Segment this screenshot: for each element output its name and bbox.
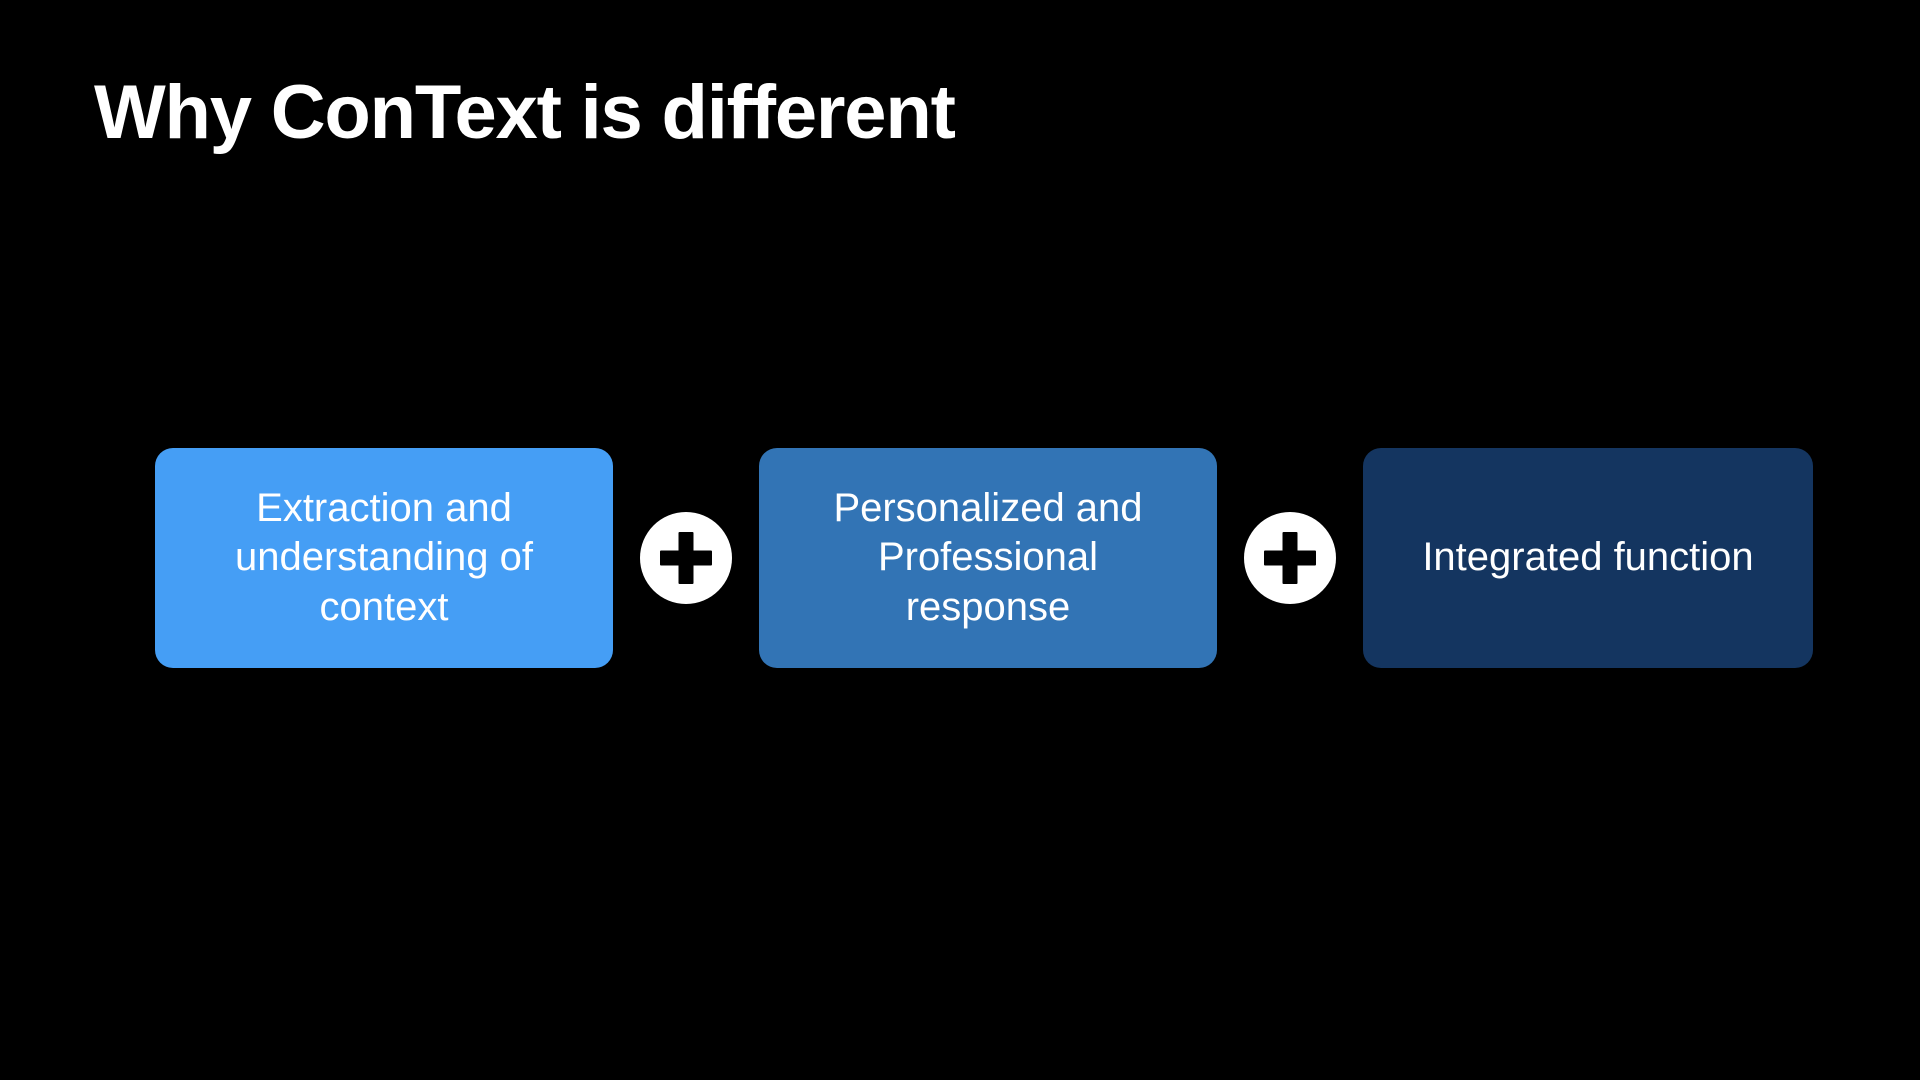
- concept-box-function-label: Integrated function: [1422, 535, 1754, 580]
- concept-box-function[interactable]: Integrated function: [1363, 448, 1813, 668]
- plus-icon: [640, 512, 732, 604]
- concept-diagram: Extraction and understanding of context …: [155, 448, 1813, 668]
- concept-box-extraction[interactable]: Extraction and understanding of context: [155, 448, 613, 668]
- plus-icon: [1244, 512, 1336, 604]
- concept-box-response[interactable]: Personalized and Professional response: [759, 448, 1217, 668]
- concept-box-extraction-label: Extraction and understanding of context: [234, 485, 533, 629]
- page-title: Why ConText is different: [94, 70, 956, 155]
- concept-box-response-label: Personalized and Professional response: [833, 485, 1143, 629]
